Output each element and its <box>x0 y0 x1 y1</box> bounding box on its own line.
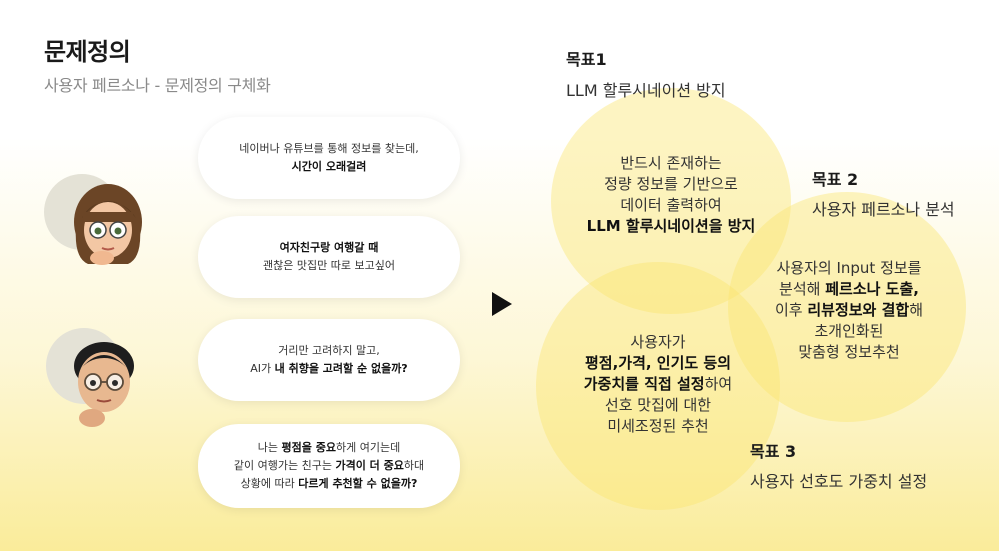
female-avatar-icon <box>74 184 142 265</box>
quote-1-line-2: 시간이 오래걸려 <box>291 160 367 173</box>
quote-4-line-2: 같이 여행가는 친구는 가격이 더 중요하대 <box>233 459 425 472</box>
goal-2-label: 목표 2 <box>812 170 859 189</box>
goal-3-label: 목표 3 <box>750 442 797 461</box>
goal-2-text: 사용자 페르소나 분석 <box>812 200 955 219</box>
goal-2-circle <box>728 192 966 422</box>
quote-3-line-2: AI가 내 취향을 고려할 순 없을까? <box>250 362 408 375</box>
quote-4-line-1: 나는 평점을 중요하게 여기는데 <box>257 441 401 454</box>
quote-3-line-1: 거리만 고려하지 말고, <box>278 344 380 357</box>
goal-2-description: 사용자의 Input 정보를 분석해 페르소나 도출, 이후 리뷰정보와 결합해… <box>774 259 923 361</box>
male-avatar-icon <box>74 342 134 427</box>
page-subtitle: 사용자 페르소나 - 문제정의 구체화 <box>44 76 271 95</box>
goal-1-description: 반드시 존재하는 정량 정보를 기반으로 데이터 출력하여 LLM 할루시네이션… <box>586 154 756 235</box>
play-arrow-icon <box>492 292 512 316</box>
quote-4-line-3: 상황에 따라 다르게 추천할 수 없을까? <box>240 477 418 490</box>
page-title: 문제정의 <box>44 38 131 66</box>
goal-3-description: 사용자가 평점,가격, 인기도 등의 가중치를 직접 설정하여 선호 맛집에 대… <box>583 333 733 435</box>
goal-3-circle <box>536 262 780 510</box>
quote-1-line-1: 네이버나 유튜브를 통해 정보를 찾는데, <box>239 142 419 155</box>
quote-bubble-4: 나는 평점을 중요하게 여기는데 같이 여행가는 친구는 가격이 더 중요하대 … <box>198 424 460 508</box>
goal-1-label: 목표1 <box>566 50 607 69</box>
quote-2-line-1: 여자친구랑 여행갈 때 <box>279 241 379 254</box>
goal-1-circle <box>551 88 791 314</box>
quote-bubble-1: 네이버나 유튜브를 통해 정보를 찾는데, 시간이 오래걸려 <box>198 117 460 199</box>
quote-2-line-2: 괜찮은 맛집만 따로 보고싶어 <box>263 259 395 272</box>
quote-bubble-2: 여자친구랑 여행갈 때 괜찮은 맛집만 따로 보고싶어 <box>198 216 460 298</box>
goal-3-text: 사용자 선호도 가중치 설정 <box>750 472 928 491</box>
quote-bubble-3: 거리만 고려하지 말고, AI가 내 취향을 고려할 순 없을까? <box>198 319 460 401</box>
goal-1-text: LLM 할루시네이션 방지 <box>566 81 726 100</box>
